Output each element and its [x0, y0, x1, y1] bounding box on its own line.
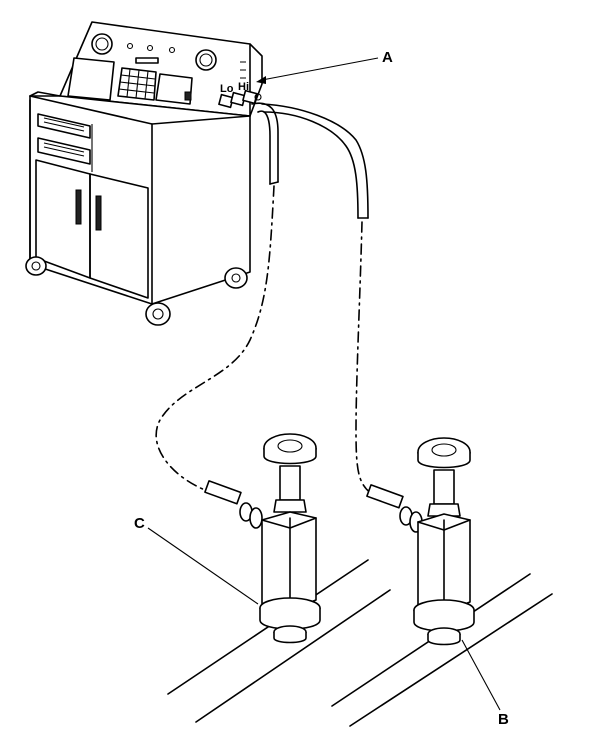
control-panel	[59, 21, 263, 117]
hose-fittings	[218, 89, 262, 109]
callout-c: C	[134, 515, 145, 532]
drawer-top	[37, 113, 91, 139]
low-port-label: Lo	[220, 83, 234, 95]
door-right	[89, 173, 149, 299]
left-gauge-icon	[91, 33, 113, 55]
left-display	[67, 57, 115, 101]
caster-wheels	[25, 256, 248, 326]
right-gauge-icon	[195, 49, 217, 71]
door-handle-icon	[75, 189, 82, 225]
service-station-cart: Lo Hi	[25, 21, 263, 326]
callout-a: A	[382, 49, 393, 66]
high-side-service-valve	[331, 437, 553, 727]
cart-cabinet	[29, 91, 251, 305]
keypad-icon	[117, 67, 157, 101]
right-display	[155, 73, 193, 105]
low-side-service-valve	[167, 433, 391, 723]
high-port-label: Hi	[238, 81, 249, 93]
drawer-middle	[37, 137, 91, 165]
callout-b: B	[498, 711, 509, 728]
callout-leaders	[147, 57, 501, 711]
hoses	[155, 102, 373, 495]
